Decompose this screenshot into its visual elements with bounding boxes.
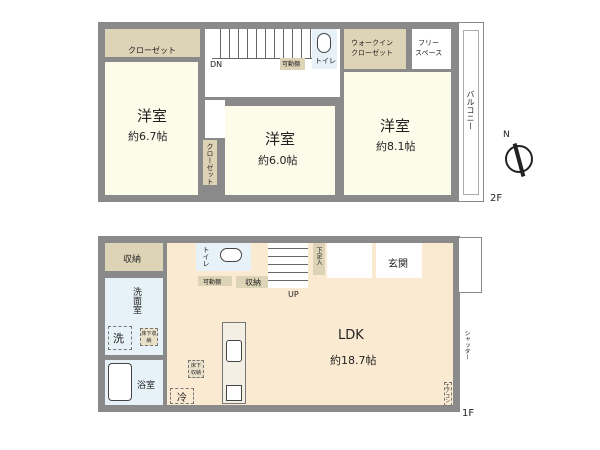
washroom-label: 洗面室 <box>131 287 141 314</box>
room-6-0-area: 約6.0帖 <box>258 154 298 167</box>
closet-2f-top <box>105 29 200 57</box>
aircon <box>444 382 452 406</box>
floor-1f-label: 1F <box>462 408 475 419</box>
shoe-cabinet <box>313 243 325 275</box>
ldk-name: LDK <box>338 328 364 343</box>
washer <box>108 326 132 350</box>
bath-label: 浴室 <box>137 381 156 391</box>
entrance-label: 玄関 <box>388 259 408 270</box>
storage2-1f <box>236 276 274 288</box>
compass-north: N <box>503 130 510 140</box>
free-line1: フリー <box>418 39 439 47</box>
fridge-label: 冷 <box>177 393 187 404</box>
walkin-line2: クローゼット <box>351 49 393 57</box>
closet-2f-mid <box>203 140 217 185</box>
porch <box>458 237 482 293</box>
room-8-1-area: 約8.1帖 <box>376 140 416 153</box>
room-6-7-area: 約6.7帖 <box>128 130 168 143</box>
hallway-1f <box>327 243 372 278</box>
fridge <box>170 388 194 404</box>
room-8-1-name: 洋室 <box>380 117 411 135</box>
walkin-line1: ウォークイン <box>351 39 393 47</box>
washer-label: 洗 <box>113 332 124 345</box>
toilet-1f-label: トイレ <box>202 246 210 267</box>
stairs-up-label: UP <box>288 290 299 299</box>
walkin-closet <box>344 29 406 69</box>
shelf-2f-label: 可動棚 <box>282 61 301 68</box>
underfloor-1-label: 床下収納 <box>141 331 157 344</box>
stairs-2f <box>212 29 312 59</box>
toilet-2f-label: トイレ <box>315 57 336 65</box>
stairs-dn-label: DN <box>210 60 223 69</box>
room-6-0 <box>225 106 335 195</box>
underfloor-storage-1 <box>140 328 158 346</box>
storage2-1f-label: 収納 <box>245 278 261 287</box>
compass-icon <box>505 145 533 173</box>
sink-icon <box>226 340 242 362</box>
aircon-label: エアコン <box>444 383 450 403</box>
toilet-1f-icon <box>220 248 242 262</box>
shoe-label: 下足入 <box>315 247 322 265</box>
underfloor-2-label: 床下収納 <box>190 363 201 376</box>
floor-2f-label: 2F <box>490 193 503 204</box>
shutter-label: シャッター <box>463 330 470 360</box>
storage-1f <box>105 243 163 271</box>
room-6-7 <box>105 62 198 195</box>
underfloor-storage-2 <box>188 360 204 378</box>
shelf-1f-label: 可動棚 <box>203 279 222 286</box>
closet-2f-top-label: クローゼット <box>128 46 176 55</box>
entrance <box>376 243 422 278</box>
toilet-icon <box>317 33 331 53</box>
storage-1f-label: 収納 <box>123 255 142 265</box>
room-6-7-name: 洋室 <box>137 107 168 125</box>
free-space <box>412 29 451 69</box>
balcony-label: バルコニー <box>466 90 475 130</box>
room-8-1 <box>344 72 451 195</box>
shelf-1f <box>198 276 232 286</box>
bathtub-icon <box>108 363 132 401</box>
free-line2: スペース <box>415 49 443 57</box>
ldk-area: 約18.7帖 <box>330 354 377 367</box>
stairs-1f <box>268 243 308 288</box>
stove-icon <box>226 385 242 401</box>
shelf-2f <box>280 58 305 70</box>
closet-2f-mid-label: クローゼット <box>206 143 214 185</box>
room-6-0-name: 洋室 <box>265 130 296 148</box>
